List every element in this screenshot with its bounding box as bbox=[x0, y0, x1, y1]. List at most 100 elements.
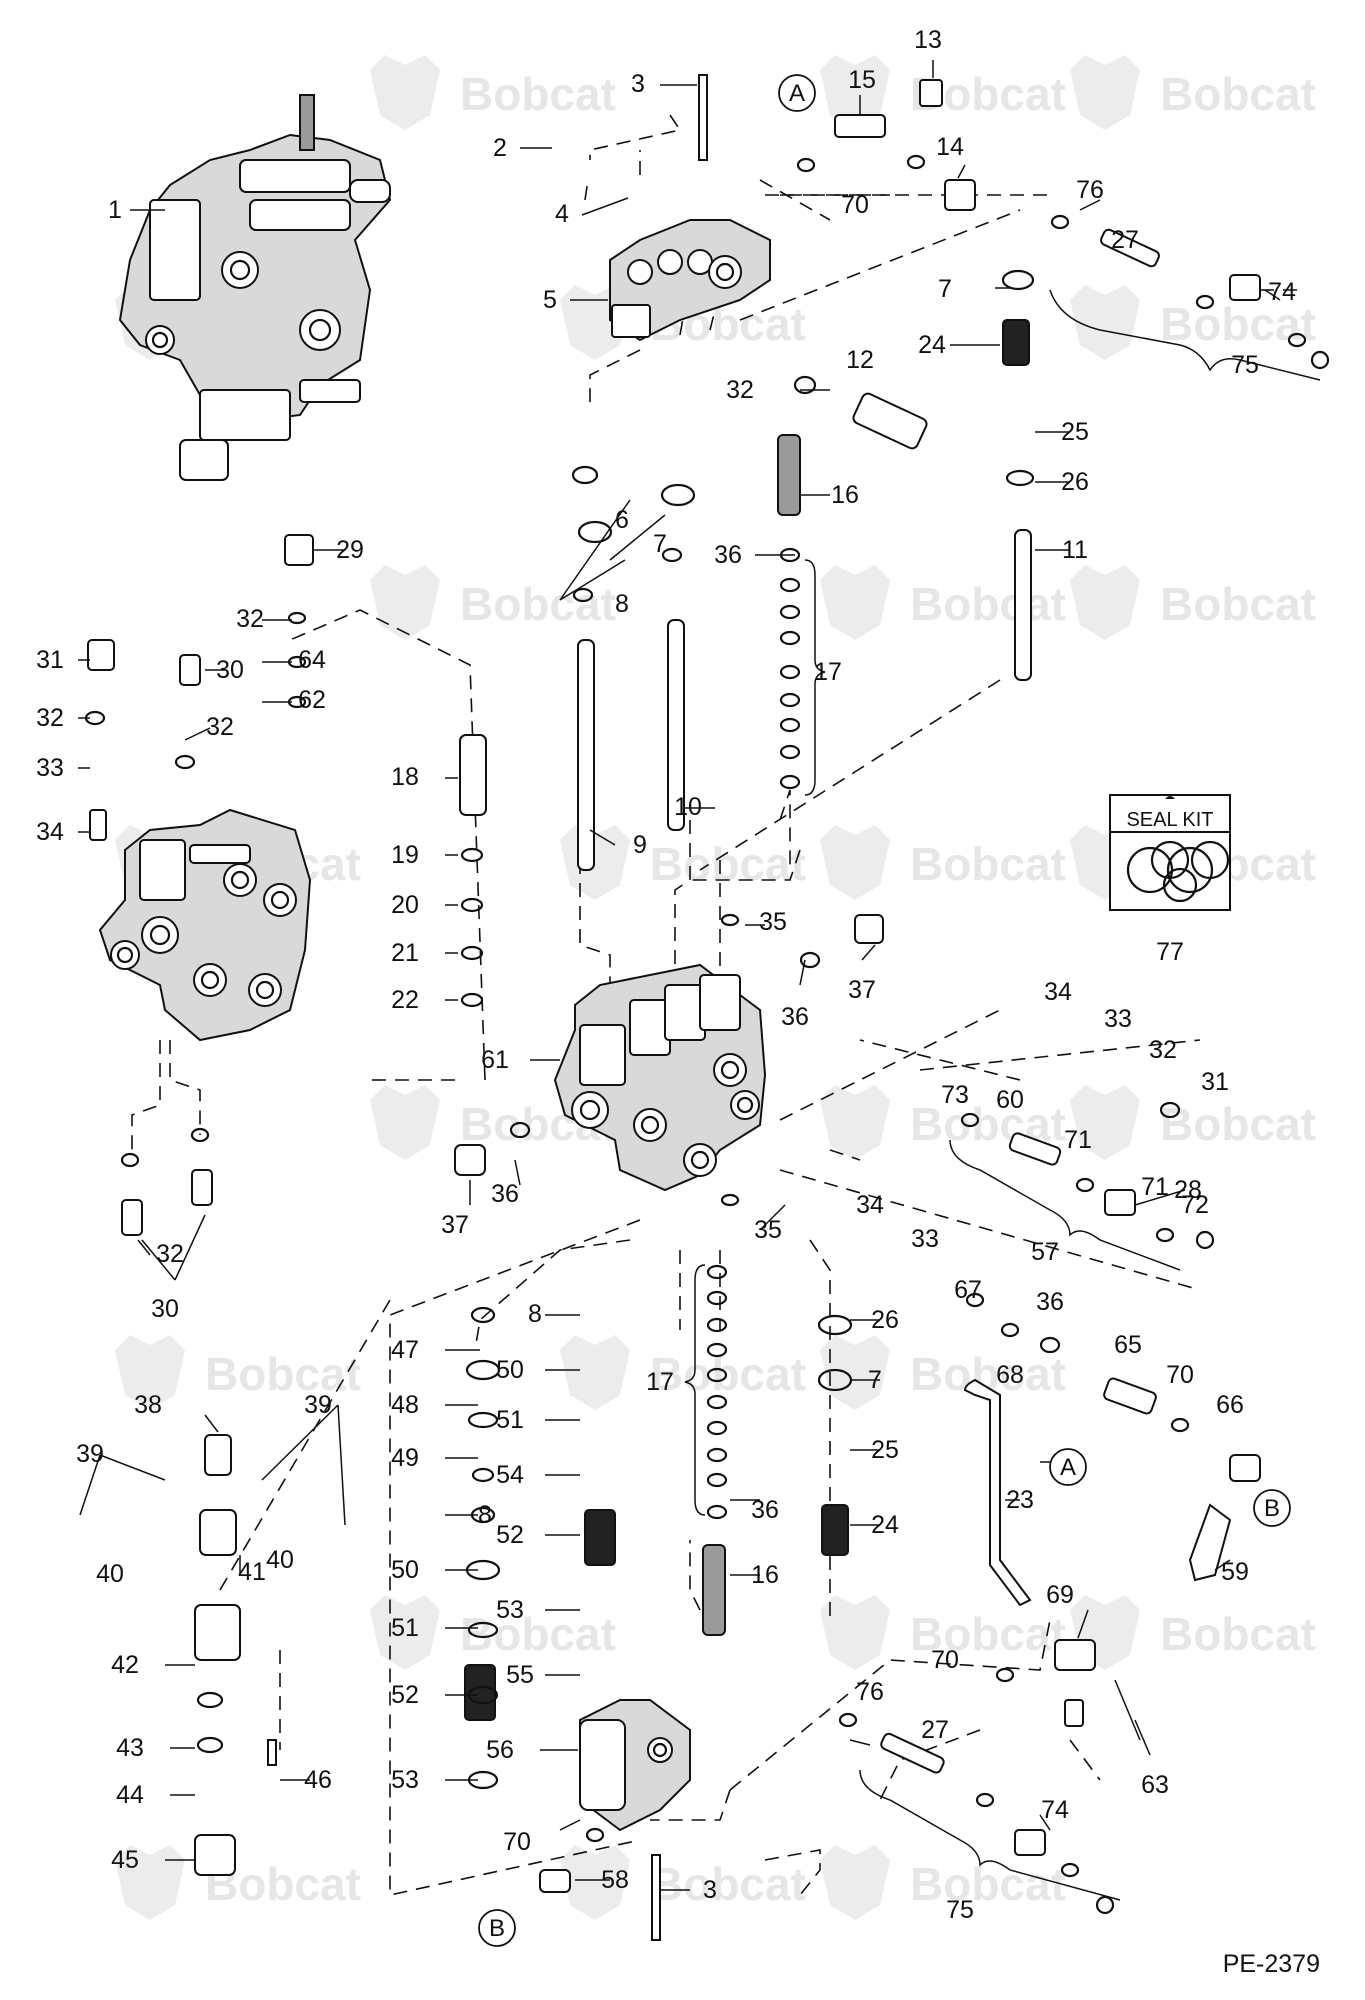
callout-66: 66 bbox=[1216, 1391, 1244, 1419]
brace-17-upper bbox=[804, 559, 826, 796]
watermark-text: Bobcat bbox=[1160, 1608, 1316, 1660]
watermark-logo-icon bbox=[560, 1845, 630, 1920]
watermark-logo-icon bbox=[1070, 1085, 1140, 1160]
callout-30a: 30 bbox=[216, 656, 244, 684]
callout-63: 63 bbox=[1141, 1771, 1169, 1799]
callout-31a: 31 bbox=[36, 646, 64, 674]
callout-59: 59 bbox=[1221, 1558, 1249, 1586]
callout-58: 58 bbox=[601, 1866, 629, 1894]
o-ring bbox=[1001, 269, 1035, 291]
o-ring bbox=[509, 1121, 531, 1139]
tee-69 bbox=[1054, 1639, 1096, 1671]
callout-12: 12 bbox=[846, 346, 874, 374]
o-ring bbox=[1075, 1177, 1095, 1193]
o-ring bbox=[460, 897, 484, 913]
connector-74-bottom bbox=[1014, 1829, 1046, 1856]
callout-39a: 39 bbox=[76, 1440, 104, 1468]
ref-b-bottom-label: B bbox=[489, 1915, 505, 1942]
watermark-logo-icon bbox=[560, 1335, 630, 1410]
plug-37-right bbox=[854, 914, 884, 944]
o-ring bbox=[1005, 469, 1035, 487]
brace-75-top bbox=[1049, 289, 1321, 381]
callout-53a: 53 bbox=[496, 1596, 524, 1624]
watermark-logo-icon bbox=[115, 1845, 185, 1920]
o-ring bbox=[467, 1411, 499, 1429]
fitting-58 bbox=[539, 1869, 571, 1893]
callout-34a: 34 bbox=[36, 818, 64, 846]
callout-70a: 70 bbox=[841, 191, 869, 219]
callout-23: 23 bbox=[1006, 1486, 1034, 1514]
watermark-text: Bobcat bbox=[1160, 68, 1316, 120]
part-callouts: 1233456777888910111213141516161717181920… bbox=[36, 26, 1296, 1924]
callout-7a: 7 bbox=[938, 275, 952, 303]
callout-52b: 52 bbox=[391, 1681, 419, 1709]
fitting-30-lower-b bbox=[191, 1169, 213, 1206]
callout-65: 65 bbox=[1114, 1331, 1142, 1359]
seal-set-17-upper bbox=[779, 547, 801, 790]
watermark-text: Bobcat bbox=[460, 1608, 616, 1660]
spool-11 bbox=[1014, 529, 1032, 681]
o-ring bbox=[706, 1420, 728, 1436]
callout-8b: 8 bbox=[528, 1300, 542, 1328]
callout-67: 67 bbox=[954, 1276, 982, 1304]
callout-36a: 36 bbox=[714, 541, 742, 569]
watermark-logo-icon bbox=[820, 825, 890, 900]
callout-57: 57 bbox=[1031, 1238, 1059, 1266]
small-o-rings bbox=[84, 154, 1330, 1915]
watermark-logo-icon bbox=[820, 1845, 890, 1920]
adapter-65 bbox=[1103, 1377, 1157, 1415]
callout-43: 43 bbox=[116, 1734, 144, 1762]
ref-b-right-label: B bbox=[1264, 1495, 1280, 1522]
callout-32f: 32 bbox=[156, 1240, 184, 1268]
tie-bolt-top bbox=[698, 74, 708, 161]
fitting-30-lower-a bbox=[121, 1199, 143, 1236]
callout-2: 2 bbox=[493, 134, 507, 162]
tie-bolt-bottom bbox=[651, 1854, 661, 1941]
o-ring bbox=[706, 1264, 728, 1280]
callout-28: 28 bbox=[1174, 1176, 1202, 1204]
callout-36b: 36 bbox=[781, 1003, 809, 1031]
callout-11: 11 bbox=[1062, 536, 1088, 564]
callout-19: 19 bbox=[391, 841, 419, 869]
callout-1: 1 bbox=[108, 196, 122, 224]
callout-14: 14 bbox=[936, 133, 964, 161]
watermark-text: Bobcat bbox=[650, 1858, 806, 1910]
callout-51b: 51 bbox=[391, 1614, 419, 1642]
relief-valve-18 bbox=[459, 734, 487, 816]
o-ring bbox=[577, 520, 613, 544]
o-ring bbox=[196, 1691, 224, 1709]
cartridge-16-bottom bbox=[702, 1544, 726, 1636]
o-ring bbox=[1195, 1230, 1215, 1250]
callout-9: 9 bbox=[633, 831, 647, 859]
callout-34c: 34 bbox=[856, 1191, 884, 1219]
watermark-text: Bobcat bbox=[910, 838, 1066, 890]
callout-40a: 40 bbox=[96, 1560, 124, 1588]
callout-37a: 37 bbox=[848, 976, 876, 1004]
callout-41: 41 bbox=[238, 1558, 266, 1586]
callout-71a: 71 bbox=[1064, 1126, 1092, 1154]
o-ring bbox=[1095, 1895, 1115, 1915]
pivot-41 bbox=[199, 1509, 237, 1556]
callout-30b: 30 bbox=[151, 1295, 179, 1323]
brace-57 bbox=[949, 1139, 1181, 1271]
callout-6: 6 bbox=[615, 506, 629, 534]
watermark-logo-icon bbox=[1070, 55, 1140, 130]
ref-a-bottom-label: A bbox=[1060, 1454, 1076, 1481]
cap-13 bbox=[919, 79, 943, 107]
o-ring bbox=[571, 465, 599, 485]
callout-32c: 32 bbox=[206, 713, 234, 741]
pivot-38 bbox=[204, 1434, 232, 1476]
spring-24-bottom bbox=[821, 1504, 849, 1556]
o-ring bbox=[779, 717, 801, 733]
callout-35a: 35 bbox=[759, 908, 787, 936]
o-ring bbox=[1195, 294, 1215, 310]
o-ring bbox=[196, 1736, 224, 1754]
callout-5: 5 bbox=[543, 286, 557, 314]
watermark-logo-icon bbox=[1070, 565, 1140, 640]
watermark-logo-icon bbox=[820, 1085, 890, 1160]
o-ring bbox=[817, 1314, 853, 1336]
o-ring bbox=[465, 1359, 501, 1381]
callout-62: 62 bbox=[298, 686, 326, 714]
callout-61: 61 bbox=[481, 1046, 509, 1074]
callout-36e: 36 bbox=[751, 1496, 779, 1524]
